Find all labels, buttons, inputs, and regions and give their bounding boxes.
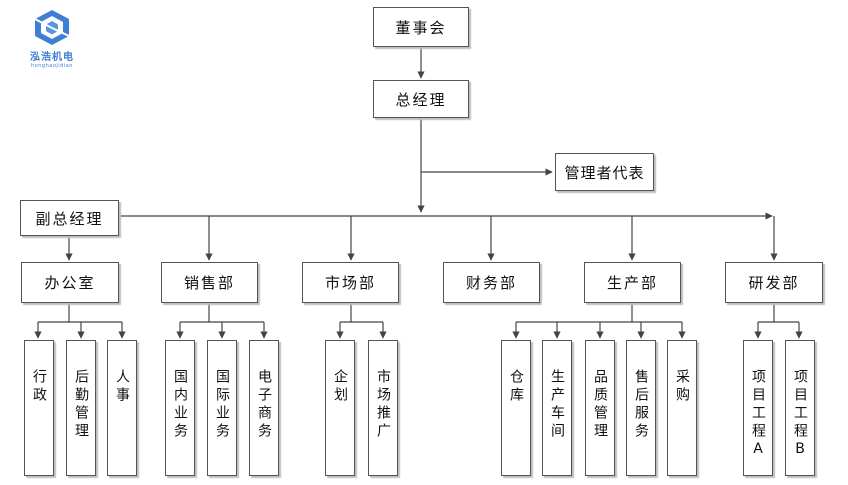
unit-label: 人事: [114, 369, 130, 405]
unit-label: 售后服务: [633, 369, 649, 441]
unit-box: 品质管理: [585, 340, 615, 476]
unit-label: 国内业务: [172, 369, 188, 441]
department-rnd: 研发部: [725, 262, 823, 303]
unit-box: 售后服务: [626, 340, 656, 476]
department-finance: 财务部: [443, 262, 540, 303]
board-box: 董事会: [373, 7, 469, 47]
unit-label: 企划: [332, 369, 348, 405]
unit-label: 行政: [31, 369, 47, 405]
logo-subtitle: honghaojidian: [31, 63, 73, 69]
unit-label: 项目工程B: [792, 369, 808, 461]
unit-box: 人事: [107, 340, 137, 476]
unit-box: 后勤管理: [66, 340, 96, 476]
management-rep-box: 管理者代表: [555, 153, 654, 191]
unit-box: 采购: [667, 340, 697, 476]
unit-box: 市场推广: [368, 340, 398, 476]
unit-box: 项目工程B: [785, 340, 815, 476]
unit-label: 项目工程A: [750, 369, 766, 461]
unit-label: 采购: [674, 369, 690, 405]
unit-label: 市场推广: [375, 369, 391, 441]
unit-box: 国内业务: [165, 340, 195, 476]
department-marketing: 市场部: [302, 262, 399, 303]
hexagon-logo-icon: [34, 10, 70, 45]
unit-box: 行政: [24, 340, 54, 476]
general-manager-box: 总经理: [373, 80, 469, 118]
unit-box: 企划: [325, 340, 355, 476]
logo-name: 泓浩机电: [30, 52, 74, 63]
unit-box: 国际业务: [207, 340, 237, 476]
unit-label: 生产车间: [549, 369, 565, 441]
unit-box: 电子商务: [249, 340, 279, 476]
unit-label: 电子商务: [256, 369, 272, 441]
unit-label: 国际业务: [214, 369, 230, 441]
department-sales: 销售部: [161, 262, 258, 303]
unit-box: 仓库: [501, 340, 531, 476]
unit-label: 后勤管理: [73, 369, 89, 441]
company-logo: 泓浩机电 honghaojidian: [22, 8, 82, 69]
unit-box: 生产车间: [542, 340, 572, 476]
unit-box: 项目工程A: [743, 340, 773, 476]
department-office: 办公室: [21, 262, 119, 303]
department-production: 生产部: [584, 262, 681, 303]
deputy-gm-box: 副总经理: [20, 200, 119, 236]
unit-label: 仓库: [508, 369, 524, 405]
unit-label: 品质管理: [592, 369, 608, 441]
